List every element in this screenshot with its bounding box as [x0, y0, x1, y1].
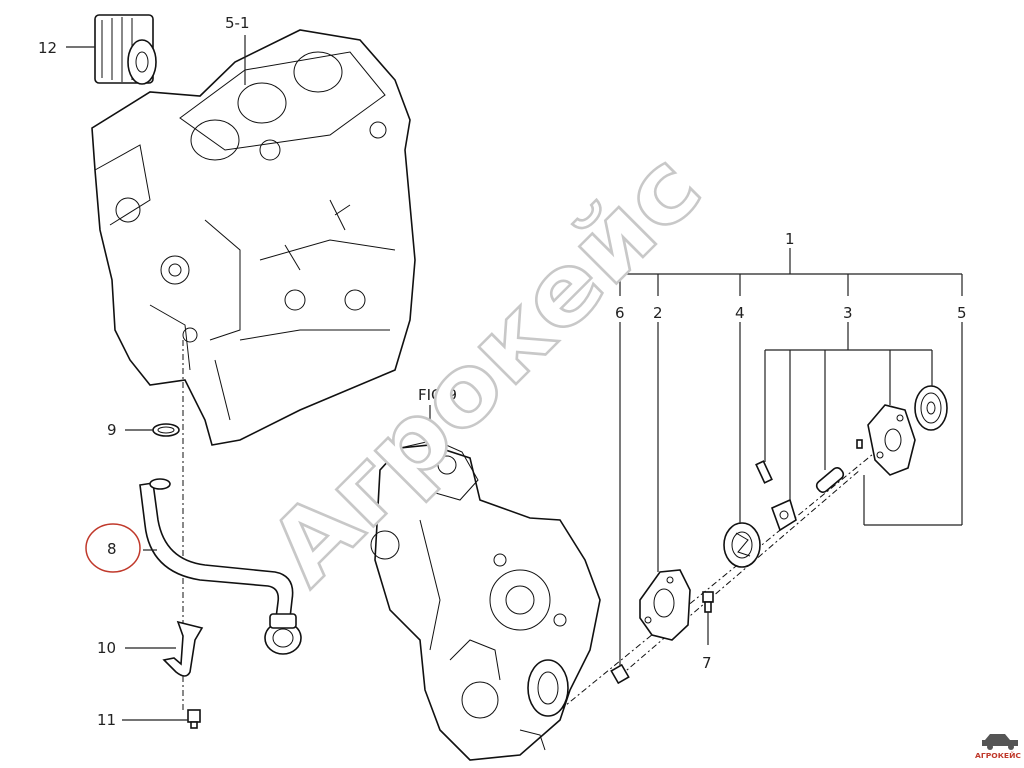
label-fig9: FIG.9 [418, 386, 457, 404]
bolt-7 [702, 591, 714, 613]
label-10: 10 [97, 639, 116, 657]
label-3: 3 [843, 304, 853, 322]
inner-rotor [770, 498, 797, 532]
label-4: 4 [735, 304, 745, 322]
label-7: 7 [702, 654, 712, 672]
pump-gear [914, 385, 948, 431]
callout-labels: 1 2 3 4 5 6 7 8 9 10 11 12 5-1 FIG.9 [38, 14, 967, 729]
label-9: 9 [107, 421, 117, 439]
pump-cover [867, 404, 916, 476]
oil-pump-assembly [559, 385, 948, 711]
pipe-clamp [162, 620, 204, 677]
label-5: 5 [957, 304, 967, 322]
oil-filter [94, 14, 157, 85]
label-12: 12 [38, 39, 57, 57]
logo-text: АГРОКЕЙС [975, 751, 1021, 760]
label-6: 6 [615, 304, 625, 322]
shaft-pin [755, 460, 773, 484]
pump-body [639, 569, 691, 641]
leader-lines [66, 35, 963, 721]
highlight-circle [85, 523, 141, 573]
o-ring [152, 423, 180, 437]
bolt-6 [610, 663, 630, 685]
drive-shaft [815, 467, 845, 493]
outer-rotor [723, 522, 761, 568]
label-5-1: 5-1 [225, 14, 250, 32]
label-1: 1 [785, 230, 795, 248]
label-2: 2 [653, 304, 663, 322]
brand-logo: АГРОКЕЙС [975, 734, 1021, 760]
oil-intake-group [139, 340, 302, 729]
label-8: 8 [107, 540, 117, 558]
gear-case [370, 439, 601, 761]
small-pin [856, 439, 863, 449]
oil-pipe [139, 482, 294, 619]
clamp-bolt [187, 709, 201, 729]
label-11: 11 [97, 711, 116, 729]
engine-block [91, 14, 416, 446]
